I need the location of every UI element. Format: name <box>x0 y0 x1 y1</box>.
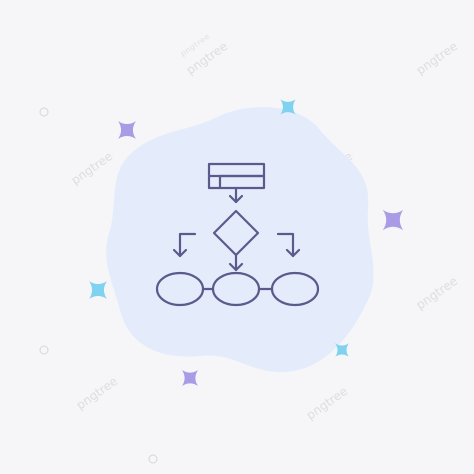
watermark-dot <box>39 107 49 117</box>
process-box-inner <box>218 174 266 190</box>
arrow-line-right <box>276 232 295 258</box>
watermark-text: pngtree <box>304 384 351 422</box>
star-top-left <box>109 112 145 148</box>
watermark-text: pngtree <box>414 274 461 312</box>
watermark-text: pngtree <box>69 149 116 187</box>
arrow-head-middle <box>228 262 244 272</box>
process-box-frame <box>207 174 222 190</box>
star-bottom-left <box>173 361 207 395</box>
watermark-text: pngtree <box>414 39 461 77</box>
arrow-head-left <box>172 248 188 258</box>
arrow-head-right <box>285 248 301 258</box>
watermark-text: pngtree <box>184 39 231 77</box>
flowchart-icon <box>155 162 320 307</box>
arrow-line-left <box>178 232 197 258</box>
watermark-dot <box>39 345 49 355</box>
blob-background <box>106 106 374 373</box>
arrow-head-top <box>228 194 244 204</box>
watermark-dot <box>148 454 158 464</box>
watermark-text: pngtree <box>74 374 121 412</box>
star-right <box>372 199 414 241</box>
